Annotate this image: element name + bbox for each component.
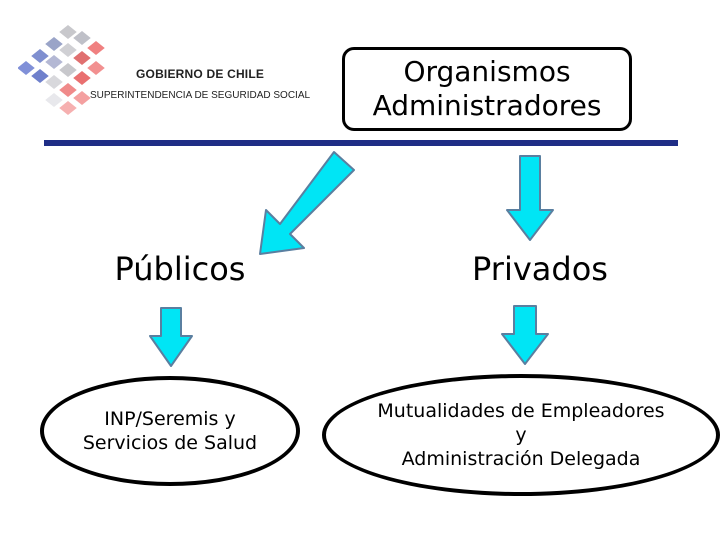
leaf-node-publicos-label: INP/Seremis y Servicios de Salud — [82, 408, 258, 454]
arrow-to-publicos-icon — [259, 151, 355, 255]
header-divider — [44, 140, 678, 146]
branch-label-publicos: Públicos — [114, 250, 246, 288]
leaf-node-publicos: INP/Seremis y Servicios de Salud — [40, 376, 300, 486]
leaf-node-privados: Mutualidades de Empleadores y Administra… — [322, 374, 720, 496]
leaf-node-privados-label: Mutualidades de Empleadores y Administra… — [377, 400, 665, 470]
arrow-down-privados-icon — [501, 305, 549, 365]
cube-grid-logo-icon — [18, 23, 108, 117]
arrow-to-privados-icon — [506, 155, 554, 241]
org-name: GOBIERNO DE CHILE — [136, 67, 265, 81]
root-node: Organismos Administradores — [342, 47, 632, 131]
arrow-down-publicos-icon — [149, 307, 193, 367]
org-unit: SUPERINTENDENCIA DE SEGURIDAD SOCIAL — [90, 90, 311, 101]
branch-label-privados: Privados — [472, 250, 608, 288]
root-node-label: Organismos Administradores — [372, 55, 602, 122]
